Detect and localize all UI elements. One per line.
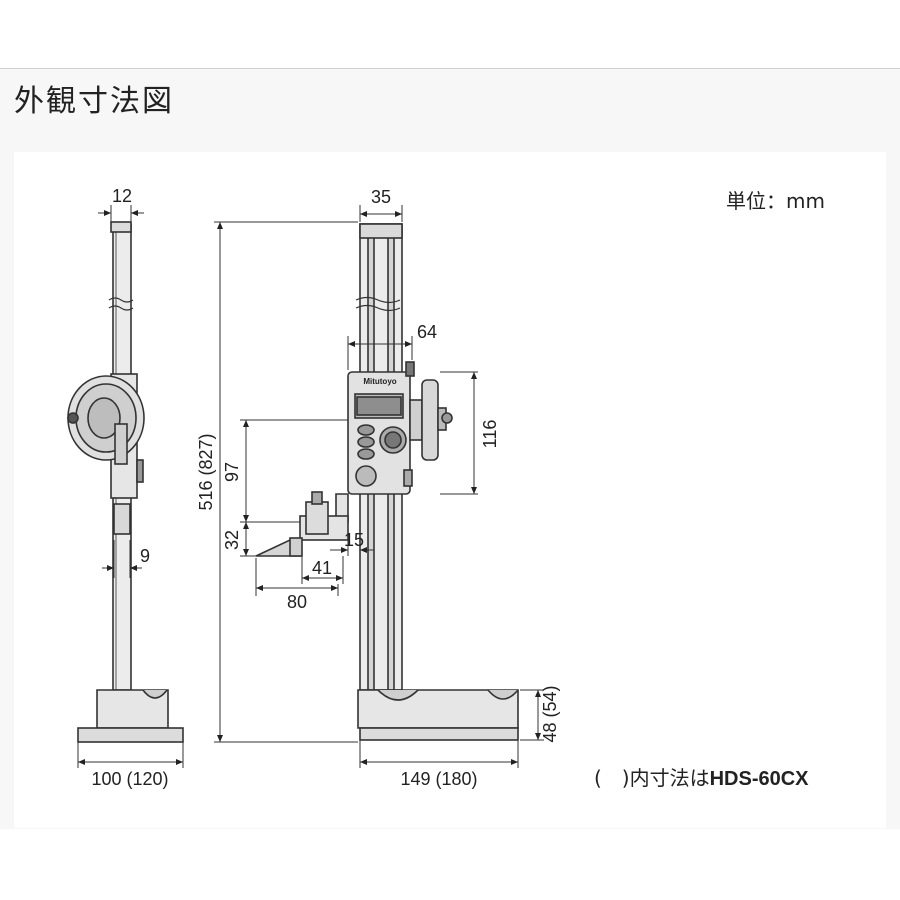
top-divider: [0, 68, 900, 69]
dim-80-label: 80: [287, 592, 307, 612]
dim-15-label: 15: [344, 530, 364, 550]
dim-35-label: 35: [371, 187, 391, 207]
footnote-model: HDS-60CX: [710, 768, 810, 790]
dimension-lines: [77, 205, 544, 768]
dim-100-label: 100 (120): [91, 769, 168, 789]
page-title: 外観寸法図: [14, 84, 174, 119]
dim-149-label: 149 (180): [400, 769, 477, 789]
side-view: [67, 221, 184, 743]
front-view: [255, 223, 519, 741]
dim-516-label: 516 (827): [196, 433, 216, 510]
dim-12-label: 12: [112, 186, 132, 206]
dim-64-label: 64: [417, 322, 437, 342]
footnote: ( )内寸法はHDS-60CX: [594, 766, 809, 790]
dim-116-label: 116: [480, 420, 500, 449]
footnote-prefix: ( )内寸法は: [594, 766, 710, 790]
brand-label: Mitutoyo: [363, 377, 396, 386]
dim-48-label: 48 (54): [540, 685, 560, 742]
dim-97-label: 97: [222, 462, 242, 482]
unit-label: 単位：mm: [726, 189, 825, 213]
dim-32-label: 32: [222, 530, 242, 550]
dim-9-label: 9: [140, 546, 150, 566]
dim-41-label: 41: [312, 558, 332, 578]
